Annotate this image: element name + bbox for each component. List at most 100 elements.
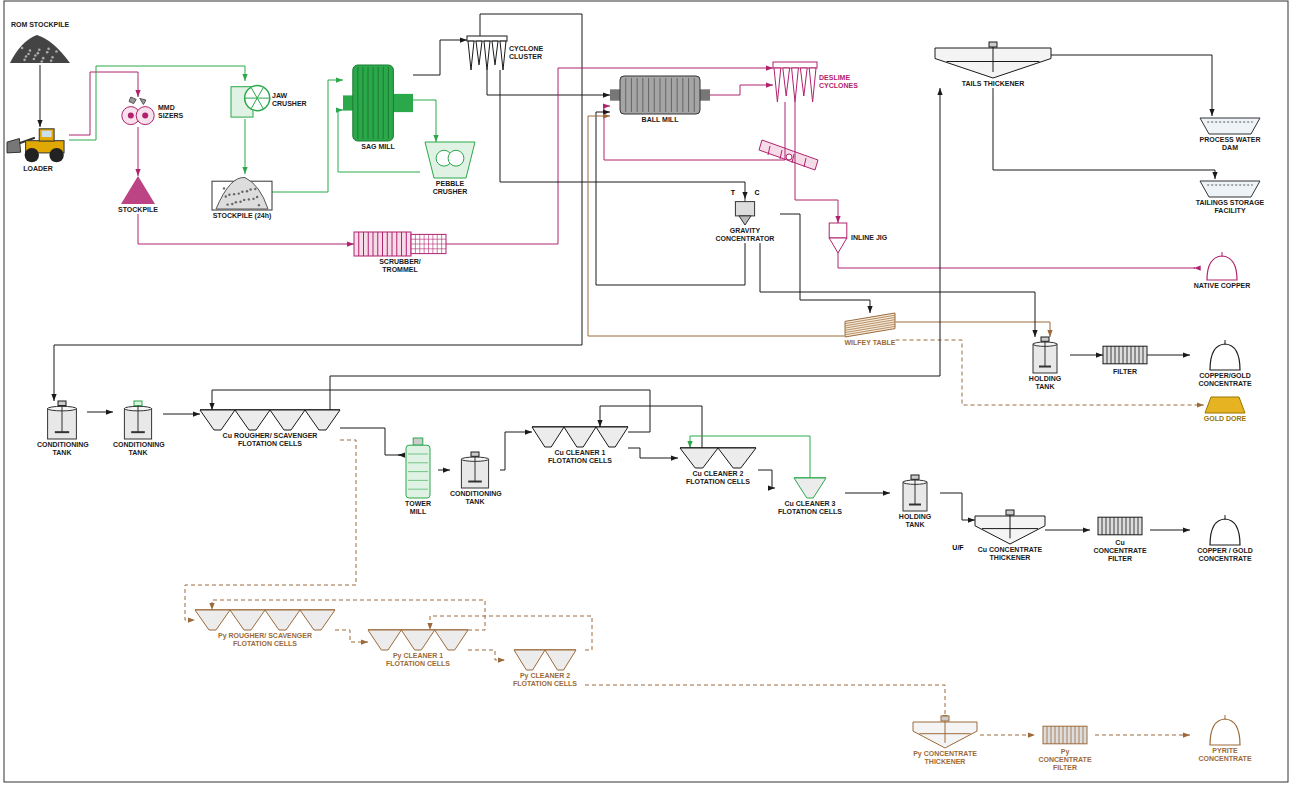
equipment-label: Py CLEANER 1 FLOTATION CELLS bbox=[373, 652, 463, 668]
process-stream bbox=[1051, 55, 1212, 116]
icon-part bbox=[471, 452, 479, 456]
process-stream bbox=[838, 253, 1195, 268]
equipment-label: TAILINGS STORAGE FACILITY bbox=[1190, 199, 1270, 215]
icon-part bbox=[252, 198, 254, 200]
icon-part bbox=[257, 87, 263, 98]
equipment-label: GRAVITY CONCENTRATOR bbox=[710, 227, 780, 243]
equipment-label: GOLD DORE bbox=[1204, 415, 1246, 423]
icon-part bbox=[368, 67, 369, 139]
equipment-node: WILFEY TABLE bbox=[844, 313, 895, 347]
icon-part bbox=[671, 78, 672, 112]
icon-part bbox=[408, 480, 428, 481]
icon-part bbox=[1063, 726, 1064, 744]
icon-part bbox=[136, 107, 154, 125]
icon-part bbox=[257, 98, 263, 109]
tank-icon bbox=[458, 452, 492, 488]
equipment-label: WILFEY TABLE bbox=[844, 339, 895, 347]
process-stream bbox=[438, 470, 450, 471]
equipment-label: PEBBLE CRUSHER bbox=[420, 180, 480, 196]
icon-part bbox=[1103, 346, 1147, 364]
equipment-label: TOWER MILL bbox=[398, 500, 438, 516]
icon-part bbox=[1059, 726, 1060, 744]
equipment-node: COPPER/GOLD CONCENTRATE bbox=[1190, 340, 1260, 388]
icon-part bbox=[411, 248, 446, 249]
equipment-label: Cu ROUGHER/ SCAVENGER FLOTATION CELLS bbox=[210, 432, 330, 448]
icon-part bbox=[1135, 346, 1136, 364]
process-stream bbox=[710, 85, 773, 95]
icon-part bbox=[1134, 517, 1135, 535]
process-stream bbox=[1070, 355, 1103, 356]
equipment-label: PROCESS WATER DAM bbox=[1195, 136, 1265, 152]
icon-part bbox=[55, 50, 58, 53]
icon-part bbox=[1138, 517, 1139, 535]
icon-part bbox=[1207, 256, 1237, 280]
process-stream bbox=[940, 493, 975, 520]
equipment-node: CONDITIONING TANK bbox=[113, 401, 163, 457]
icon-part bbox=[10, 35, 70, 63]
icon-part bbox=[257, 98, 270, 99]
icon-part bbox=[1122, 517, 1123, 535]
icon-part bbox=[809, 68, 816, 102]
icon-part bbox=[468, 481, 482, 483]
equipment-node: Cu CLEANER 1 FLOTATION CELLS bbox=[532, 427, 628, 465]
process-stream bbox=[980, 735, 1035, 736]
thick-icon bbox=[935, 48, 1051, 78]
icon-part bbox=[1131, 346, 1132, 364]
icon-part bbox=[1079, 726, 1080, 744]
process-stream bbox=[335, 630, 368, 642]
icon-part bbox=[245, 86, 270, 111]
process-stream bbox=[1095, 735, 1190, 736]
icon-part bbox=[387, 232, 388, 256]
icon-part bbox=[1041, 337, 1049, 341]
icon-part bbox=[1111, 346, 1112, 364]
process-stream bbox=[780, 214, 870, 313]
icon-part bbox=[1110, 517, 1111, 535]
icon-part bbox=[1139, 346, 1140, 364]
icon-part bbox=[362, 67, 363, 139]
icon-part bbox=[368, 232, 369, 256]
icon-part bbox=[1106, 517, 1107, 535]
equipment-label: CONDITIONING TANK bbox=[113, 441, 163, 457]
icon-part bbox=[1083, 726, 1084, 744]
equipment-label: INLINE JIG bbox=[851, 234, 887, 242]
ball-icon bbox=[610, 76, 710, 114]
icon-part bbox=[773, 62, 817, 68]
icon-part bbox=[408, 489, 428, 490]
icon-part bbox=[1067, 726, 1068, 744]
icon-part bbox=[51, 56, 54, 59]
icon-part bbox=[1115, 346, 1116, 364]
conc-icon bbox=[1208, 715, 1242, 745]
flot4-icon bbox=[200, 410, 340, 430]
icon-part bbox=[225, 195, 227, 197]
icon-part bbox=[700, 89, 710, 100]
equipment-node: Py ROUGHER/ SCAVENGER FLOTATION CELLS bbox=[195, 610, 335, 648]
icon-part bbox=[1130, 517, 1131, 535]
screen-deck bbox=[759, 140, 818, 170]
conc-icon bbox=[1208, 515, 1242, 545]
icon-part bbox=[377, 232, 378, 256]
equipment-label: Py CONCENTRATE THICKENER bbox=[910, 750, 980, 766]
equipment-node: BALL MILL bbox=[610, 76, 710, 124]
process-stream bbox=[500, 70, 745, 199]
equipment-label: JAW CRUSHER bbox=[272, 92, 312, 108]
process-stream bbox=[1045, 530, 1090, 531]
equipment-label: BALL MILL bbox=[642, 116, 679, 124]
equipment-label: SCRUBBER/ TROMMEL bbox=[365, 258, 435, 274]
icon-part bbox=[50, 59, 53, 62]
icon-part bbox=[1225, 515, 1226, 519]
icon-part bbox=[1205, 397, 1245, 413]
equipment-label: CYCLONE CLUSTER bbox=[509, 45, 554, 61]
jig-icon bbox=[827, 223, 849, 253]
icon-part bbox=[358, 232, 359, 256]
icon-part bbox=[142, 113, 148, 119]
icon-part bbox=[1039, 366, 1051, 368]
filter-icon bbox=[1098, 515, 1142, 537]
process-stream bbox=[245, 119, 246, 174]
equipment-label: ROM STOCKPILE bbox=[11, 21, 69, 29]
equipment-node: TOWER MILL bbox=[398, 438, 438, 516]
icon-part bbox=[23, 59, 26, 62]
equipment-node: GOLD DORE bbox=[1204, 397, 1246, 423]
icon-part bbox=[1006, 510, 1014, 515]
screen-mesh bbox=[768, 146, 770, 155]
jaw-icon bbox=[230, 81, 270, 119]
